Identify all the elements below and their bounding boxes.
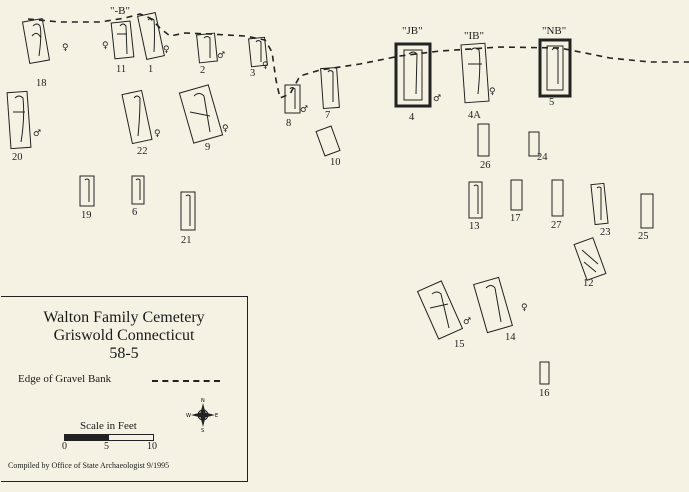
tag-jb: "JB" xyxy=(402,25,423,37)
female-symbol: ♀ xyxy=(521,303,528,313)
edge-label: Edge of Gravel Bank xyxy=(18,373,112,385)
label-17: 17 xyxy=(510,213,521,224)
female-symbol: ♀ xyxy=(154,129,161,139)
label-4a: 4A xyxy=(468,110,481,121)
compass-w: W xyxy=(186,413,191,419)
label-26: 26 xyxy=(480,160,491,171)
burial-27 xyxy=(551,179,564,217)
scale-tick-5: 5 xyxy=(104,441,109,452)
gravel-bank-edge xyxy=(27,13,689,100)
burial-4a xyxy=(460,42,490,104)
legend-title: Walton Family Cemetery xyxy=(43,309,205,326)
male-symbol: ♂ xyxy=(217,51,225,61)
scale-label: Scale in Feet xyxy=(80,420,137,432)
burial-5 xyxy=(538,38,572,98)
burial-3 xyxy=(248,36,268,68)
scale-tick-0: 0 xyxy=(62,441,67,452)
label-4: 4 xyxy=(409,112,415,123)
male-symbol: ♂ xyxy=(433,94,441,104)
tag-nb: "NB" xyxy=(542,25,566,37)
label-18: 18 xyxy=(36,78,47,89)
burial-9 xyxy=(178,84,224,144)
compass-n: N xyxy=(201,398,205,404)
tag-ib: "IB" xyxy=(464,30,484,42)
compass-rose-icon: N S E W xyxy=(186,398,218,432)
label-13: 13 xyxy=(469,221,480,232)
burial-25 xyxy=(640,193,654,229)
female-symbol: ♀ xyxy=(489,87,496,97)
label-6: 6 xyxy=(132,207,137,218)
scale-bar xyxy=(64,434,154,441)
burial-4 xyxy=(394,42,432,108)
label-9: 9 xyxy=(205,142,210,153)
label-7: 7 xyxy=(325,110,330,121)
burial-11 xyxy=(110,20,135,60)
burial-1 xyxy=(137,12,165,60)
label-25: 25 xyxy=(638,231,649,242)
female-symbol: ♀ xyxy=(62,43,69,53)
burial-16 xyxy=(539,361,550,385)
burial-23 xyxy=(590,182,609,226)
burial-17 xyxy=(510,179,523,211)
label-1: 1 xyxy=(148,64,153,75)
burial-24 xyxy=(528,131,540,157)
compass-e: E xyxy=(215,413,218,419)
label-3: 3 xyxy=(250,68,255,79)
label-5: 5 xyxy=(549,97,554,108)
label-24: 24 xyxy=(537,152,548,163)
tag-b: "-B" xyxy=(110,5,130,17)
label-12: 12 xyxy=(583,278,594,289)
label-10: 10 xyxy=(330,157,341,168)
female-symbol: ♀ xyxy=(262,61,269,71)
burial-19 xyxy=(79,175,95,207)
burial-6 xyxy=(131,175,145,205)
burial-26 xyxy=(477,123,490,157)
scale-tick-10: 10 xyxy=(147,441,157,452)
label-22: 22 xyxy=(137,146,148,157)
edge-dash-symbol xyxy=(152,380,220,382)
label-16: 16 xyxy=(539,388,550,399)
male-symbol: ♂ xyxy=(300,105,308,115)
label-11: 11 xyxy=(116,64,126,75)
burial-14 xyxy=(472,276,514,334)
burial-21 xyxy=(180,191,196,231)
label-20: 20 xyxy=(12,152,23,163)
label-19: 19 xyxy=(81,210,92,221)
male-symbol: ♂ xyxy=(33,129,41,139)
legend-location: Griswold Connecticut xyxy=(53,327,195,344)
scale-bar-fill xyxy=(65,435,109,440)
legend-site-number: 58-5 xyxy=(109,345,139,362)
burial-20 xyxy=(6,90,32,150)
label-14: 14 xyxy=(505,332,516,343)
female-symbol: ♀ xyxy=(163,45,170,55)
map-legend: Walton Family Cemetery Griswold Connecti… xyxy=(1,296,248,482)
female-symbol: ♀ xyxy=(222,124,229,134)
burial-2 xyxy=(196,32,218,64)
label-21: 21 xyxy=(181,235,192,246)
label-2: 2 xyxy=(200,65,205,76)
compiled-credit: Compiled by Office of State Archaeologis… xyxy=(8,461,170,470)
compass-s: S xyxy=(201,428,204,432)
male-symbol: ♂ xyxy=(463,317,471,327)
label-8: 8 xyxy=(286,118,291,129)
label-15: 15 xyxy=(454,339,465,350)
burial-15 xyxy=(416,280,464,340)
female-symbol: ♀ xyxy=(102,41,109,51)
burial-13 xyxy=(468,181,483,219)
label-23: 23 xyxy=(600,227,611,238)
burial-22 xyxy=(121,89,153,145)
label-27: 27 xyxy=(551,220,562,231)
burial-7 xyxy=(320,66,340,110)
burial-18 xyxy=(21,18,51,64)
burial-10 xyxy=(315,125,341,157)
burial-8 xyxy=(284,84,301,114)
burial-12 xyxy=(573,237,607,281)
